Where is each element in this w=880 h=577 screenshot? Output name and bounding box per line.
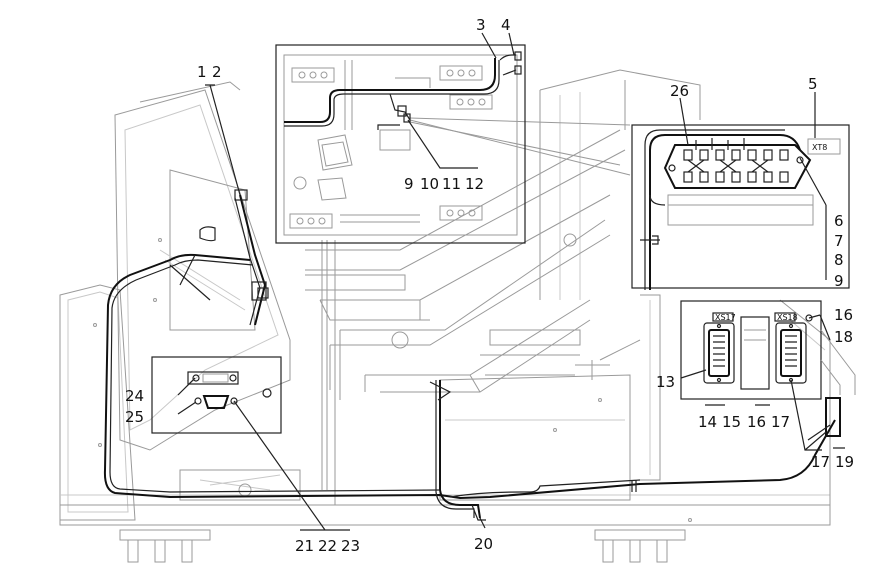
callout-4: 4 xyxy=(501,16,511,34)
xt8-terminal-detail: XT8 xyxy=(631,124,850,290)
callout-11: 11 xyxy=(442,175,461,193)
callout-16-bottom: 16 xyxy=(747,413,766,431)
terminal-block-contacts xyxy=(668,138,804,183)
callout-3: 3 xyxy=(476,16,486,34)
callout-18: 18 xyxy=(834,328,853,346)
callout-19: 19 xyxy=(835,453,854,471)
callout-1: 1 xyxy=(197,63,207,81)
callout-17-lower: 17 xyxy=(811,453,830,471)
callout-7: 7 xyxy=(834,232,844,250)
xs18-label: XS18 xyxy=(777,313,798,322)
cab-body-outline xyxy=(59,69,831,526)
callout-12: 12 xyxy=(465,175,484,193)
top-fuse-panel-detail xyxy=(275,44,526,244)
callout-20: 20 xyxy=(474,535,493,553)
callout-9-top: 9 xyxy=(404,175,414,193)
diagnostic-socket-detail xyxy=(151,356,282,434)
cab-mount-feet xyxy=(119,529,686,563)
callout-16-right: 16 xyxy=(834,306,853,324)
callout-25: 25 xyxy=(125,408,144,426)
callout-26: 26 xyxy=(670,82,689,100)
callout-5: 5 xyxy=(808,75,818,93)
main-wire-harness xyxy=(103,189,841,521)
callout-8: 8 xyxy=(834,251,844,269)
callout-13: 13 xyxy=(656,373,675,391)
callout-21: 21 xyxy=(295,537,314,555)
projection-ribbons xyxy=(305,117,641,505)
callout-2: 2 xyxy=(212,63,222,81)
callout-10: 10 xyxy=(420,175,439,193)
callout-15: 15 xyxy=(722,413,741,431)
callout-6: 6 xyxy=(834,212,844,230)
callout-17-bottom: 17 xyxy=(771,413,790,431)
xs17-xs18-connector-detail: XS17 XS18 xyxy=(680,300,856,400)
callout-23: 23 xyxy=(341,537,360,555)
xs17-label: XS17 xyxy=(715,313,736,322)
callout-24: 24 xyxy=(125,387,144,405)
xt8-label: XT8 xyxy=(812,143,827,152)
leader-lines xyxy=(177,32,845,531)
callout-14: 14 xyxy=(698,413,717,431)
callout-22: 22 xyxy=(318,537,337,555)
callout-9-right: 9 xyxy=(834,272,844,290)
callout-numbers: 1 2 3 4 5 6 7 8 9 9 10 11 12 13 14 15 16… xyxy=(125,16,854,555)
